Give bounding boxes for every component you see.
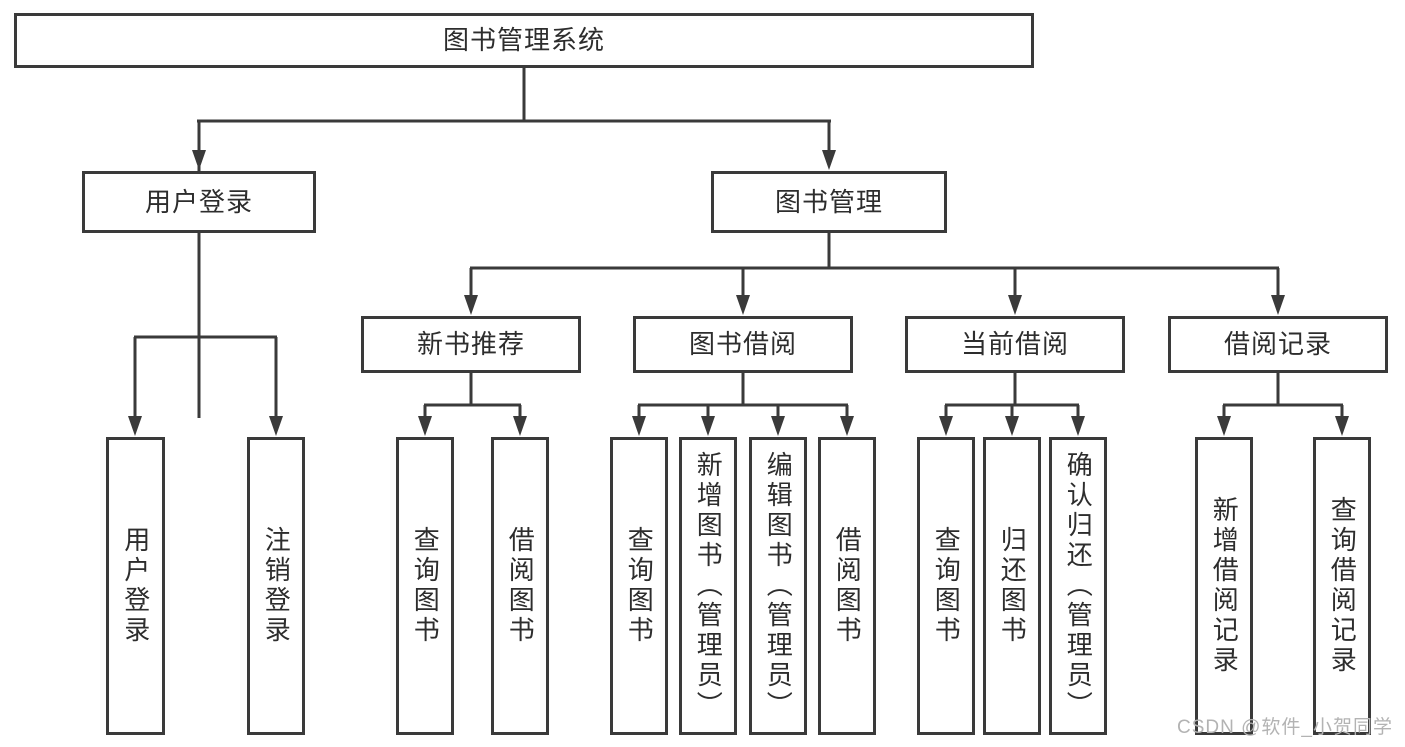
arrowhead [269,416,283,436]
leaf-user-login: 用户登录 [106,437,165,735]
leaf-query-books-recommend-label: 查询图书 [410,526,441,646]
leaf-query-borrow-record: 查询借阅记录 [1313,437,1371,735]
leaf-edit-books-admin: 编辑图书（管理员） [749,437,807,735]
connector-borrow-records-to-leaves [1217,372,1349,436]
connector-book-management-to-level3 [464,233,1285,315]
arrowhead [736,295,750,315]
node-new-book-recommend-label: 新书推荐 [416,329,525,360]
leaf-user-login-label: 用户登录 [120,526,151,646]
connector-new-book-to-leaves [418,372,527,436]
arrowhead [513,416,527,436]
arrowhead [1271,295,1285,315]
leaf-add-borrow-record: 新增借阅记录 [1195,437,1253,735]
leaf-query-books-current: 查询图书 [917,437,975,735]
arrowhead [771,416,785,436]
arrowhead [464,295,478,315]
leaf-query-books-current-label: 查询图书 [931,526,962,646]
arrowhead [192,150,206,170]
arrowhead [840,416,854,436]
node-user-login: 用户登录 [82,171,316,233]
arrowhead [128,416,142,436]
node-borrow-records-label: 借阅记录 [1223,329,1332,360]
arrowhead [418,416,432,436]
arrowhead [822,150,836,170]
arrowhead [1335,416,1349,436]
leaf-logout: 注销登录 [247,437,305,735]
leaf-borrow-books-recommend-label: 借阅图书 [505,526,536,646]
node-new-book-recommend: 新书推荐 [361,316,581,373]
connector-book-borrow-to-leaves [632,372,854,436]
connector-current-borrow-to-leaves [939,372,1085,436]
node-root: 图书管理系统 [14,13,1034,68]
arrowhead [1008,295,1022,315]
arrowhead [1217,416,1231,436]
leaf-confirm-return-admin-label: 确认归还（管理员） [1063,451,1094,721]
leaf-query-borrow-record-label: 查询借阅记录 [1327,496,1358,676]
arrowhead [1071,416,1085,436]
node-book-management-label: 图书管理 [774,186,883,217]
leaf-borrow-books-label: 借阅图书 [832,526,863,646]
arrowhead [632,416,646,436]
leaf-return-books: 归还图书 [983,437,1041,735]
leaf-edit-books-admin-label: 编辑图书（管理员） [763,451,794,721]
leaf-query-books-borrow: 查询图书 [610,437,668,735]
node-user-login-label: 用户登录 [144,186,253,217]
node-book-borrow: 图书借阅 [633,316,853,373]
leaf-borrow-books-recommend: 借阅图书 [491,437,549,735]
leaf-confirm-return-admin: 确认归还（管理员） [1049,437,1107,735]
connector-user-login-to-leaves [128,233,283,436]
leaf-add-books-admin-label: 新增图书（管理员） [693,451,724,721]
node-current-borrow-label: 当前借阅 [960,329,1069,360]
node-current-borrow: 当前借阅 [905,316,1125,373]
leaf-query-books-recommend: 查询图书 [396,437,454,735]
leaf-borrow-books: 借阅图书 [818,437,876,735]
leaf-add-books-admin: 新增图书（管理员） [679,437,737,735]
leaf-query-books-borrow-label: 查询图书 [624,526,655,646]
leaf-logout-label: 注销登录 [261,526,292,646]
arrowhead [701,416,715,436]
node-book-borrow-label: 图书借阅 [688,329,797,360]
node-root-label: 图书管理系统 [442,25,605,56]
csdn-watermark: CSDN @软件_小贺同学 [1177,717,1393,738]
node-borrow-records: 借阅记录 [1168,316,1388,373]
leaf-add-borrow-record-label: 新增借阅记录 [1209,496,1240,676]
arrowhead [1005,416,1019,436]
leaf-return-books-label: 归还图书 [997,526,1028,646]
arrowhead [939,416,953,436]
node-book-management: 图书管理 [711,171,947,233]
